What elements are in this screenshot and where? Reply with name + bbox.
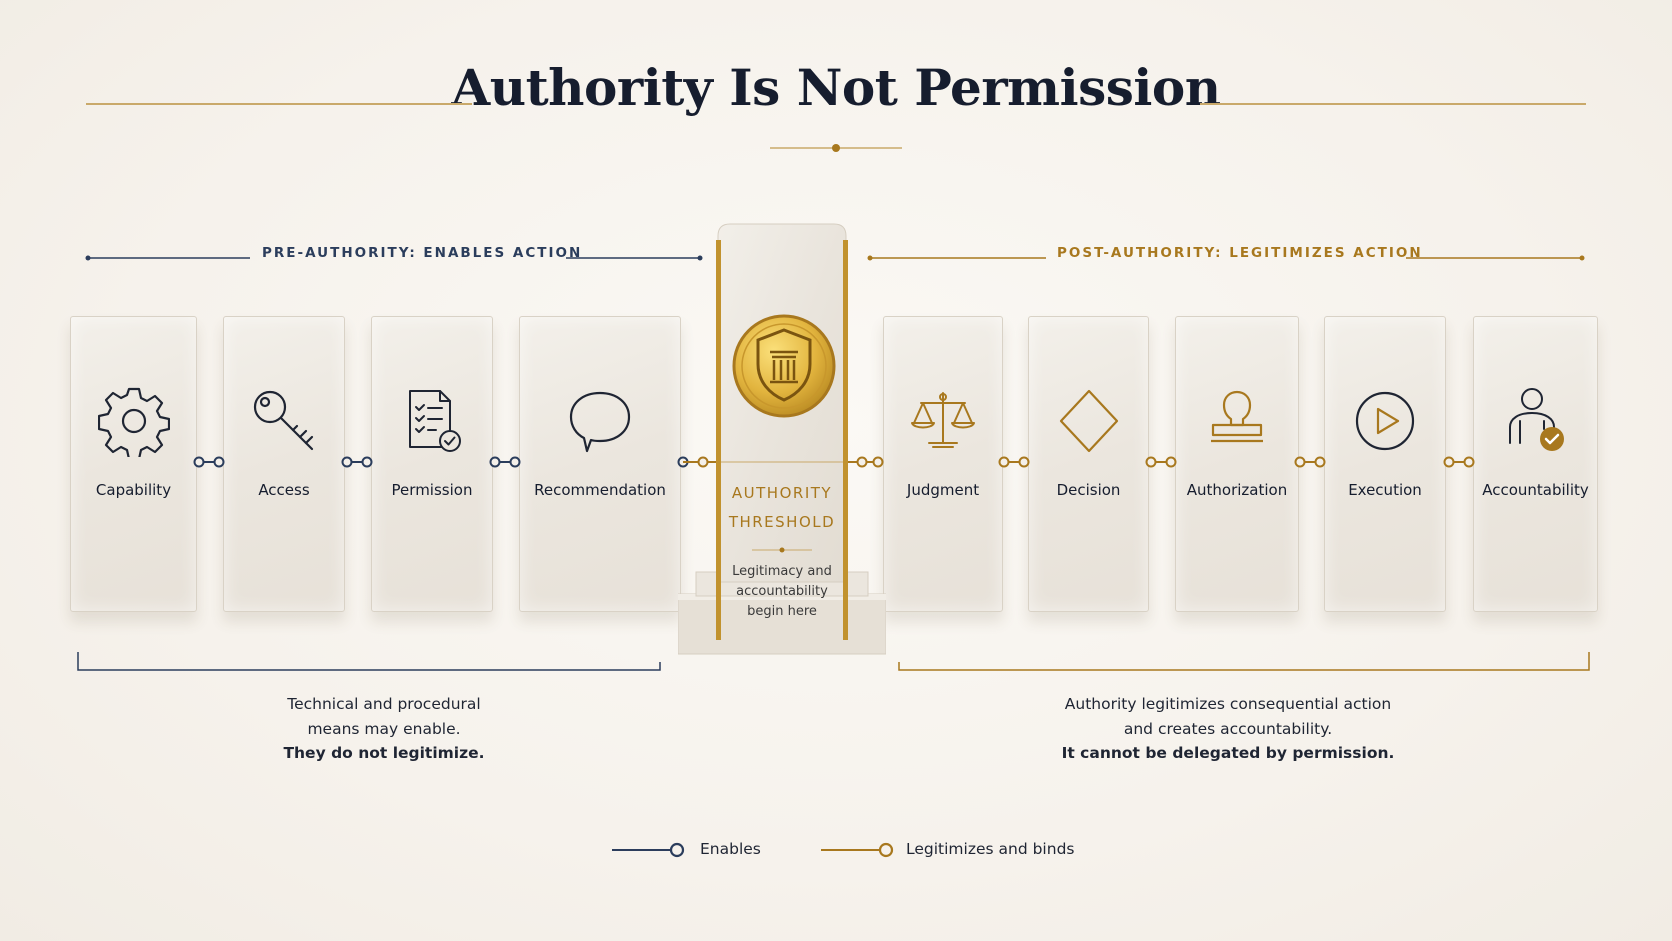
title-rule-right	[1200, 103, 1586, 105]
post-authority-label: POST-AUTHORITY: LEGITIMIZES ACTION	[1057, 245, 1423, 261]
scales-icon	[911, 392, 975, 448]
step-card-authorization: Authorization	[1175, 316, 1299, 612]
pre-caption-line1: Technical and procedural	[287, 695, 481, 713]
pre-phase-rule	[85, 255, 703, 261]
pre-authority-label: PRE-AUTHORITY: ENABLES ACTION	[262, 245, 583, 261]
threshold-title-line2: THRESHOLD	[728, 513, 836, 531]
page-title: Authority Is Not Permission	[451, 58, 1221, 117]
step-label: Judgment	[906, 481, 980, 499]
step-label: Permission	[391, 481, 473, 499]
pre-caption: Technical and procedural means may enabl…	[234, 692, 534, 766]
step-label: Decision	[1056, 481, 1121, 499]
connector-lines	[193, 456, 1475, 468]
diamond-icon	[1059, 389, 1118, 453]
pillar-body	[678, 223, 886, 655]
step-card-capability: Capability	[70, 316, 197, 612]
threshold-subtitle-line1: Legitimacy and	[732, 564, 832, 579]
threshold-title-line1: AUTHORITY	[731, 484, 833, 502]
threshold-subtitle-line3: begin here	[747, 604, 817, 619]
step-card-judgment: Judgment	[883, 316, 1003, 612]
step-label: Execution	[1348, 481, 1422, 499]
post-caption-line3: It cannot be delegated by permission.	[1061, 744, 1395, 762]
step-label: Capability	[95, 481, 172, 499]
gear-icon	[97, 387, 170, 457]
speech-bubble-icon	[569, 391, 631, 453]
post-caption-line1: Authority legitimizes consequential acti…	[1064, 695, 1392, 713]
key-icon	[253, 390, 314, 451]
legend-legitimizes-symbol	[821, 842, 894, 858]
post-caption: Authority legitimizes consequential acti…	[1018, 692, 1438, 766]
step-label: Accountability	[1482, 481, 1589, 499]
person-check-icon	[1508, 388, 1564, 451]
threshold-ornament	[752, 547, 812, 553]
stamp-icon	[1211, 390, 1263, 443]
checklist-icon	[409, 390, 461, 452]
column-shield-seal-icon	[732, 314, 836, 418]
step-label: Authorization	[1186, 481, 1288, 499]
post-bracket	[898, 652, 1590, 671]
title-rule-left	[86, 103, 472, 105]
post-caption-line2: and creates accountability.	[1123, 719, 1333, 738]
post-phase-rule	[867, 255, 1585, 261]
pre-caption-line2: means may enable.	[307, 719, 461, 738]
step-label: Access	[258, 481, 310, 499]
legend-enables-symbol	[612, 842, 685, 858]
step-card-permission: Permission	[371, 316, 493, 612]
pre-caption-line3: They do not legitimize.	[283, 744, 485, 762]
title-ornament	[770, 144, 902, 152]
step-card-decision: Decision	[1028, 316, 1149, 612]
authority-threshold-pillar: AUTHORITY THRESHOLD Legitimacy and accou…	[678, 222, 886, 656]
play-icon	[1355, 391, 1415, 451]
step-card-recommendation: Recommendation	[519, 316, 681, 612]
threshold-subtitle-line2: accountability	[736, 584, 828, 599]
pre-bracket	[77, 652, 661, 671]
legend-enables-label: Enables	[700, 840, 761, 858]
legend-legitimizes-label: Legitimizes and binds	[906, 840, 1075, 858]
step-label: Recommendation	[534, 481, 666, 499]
